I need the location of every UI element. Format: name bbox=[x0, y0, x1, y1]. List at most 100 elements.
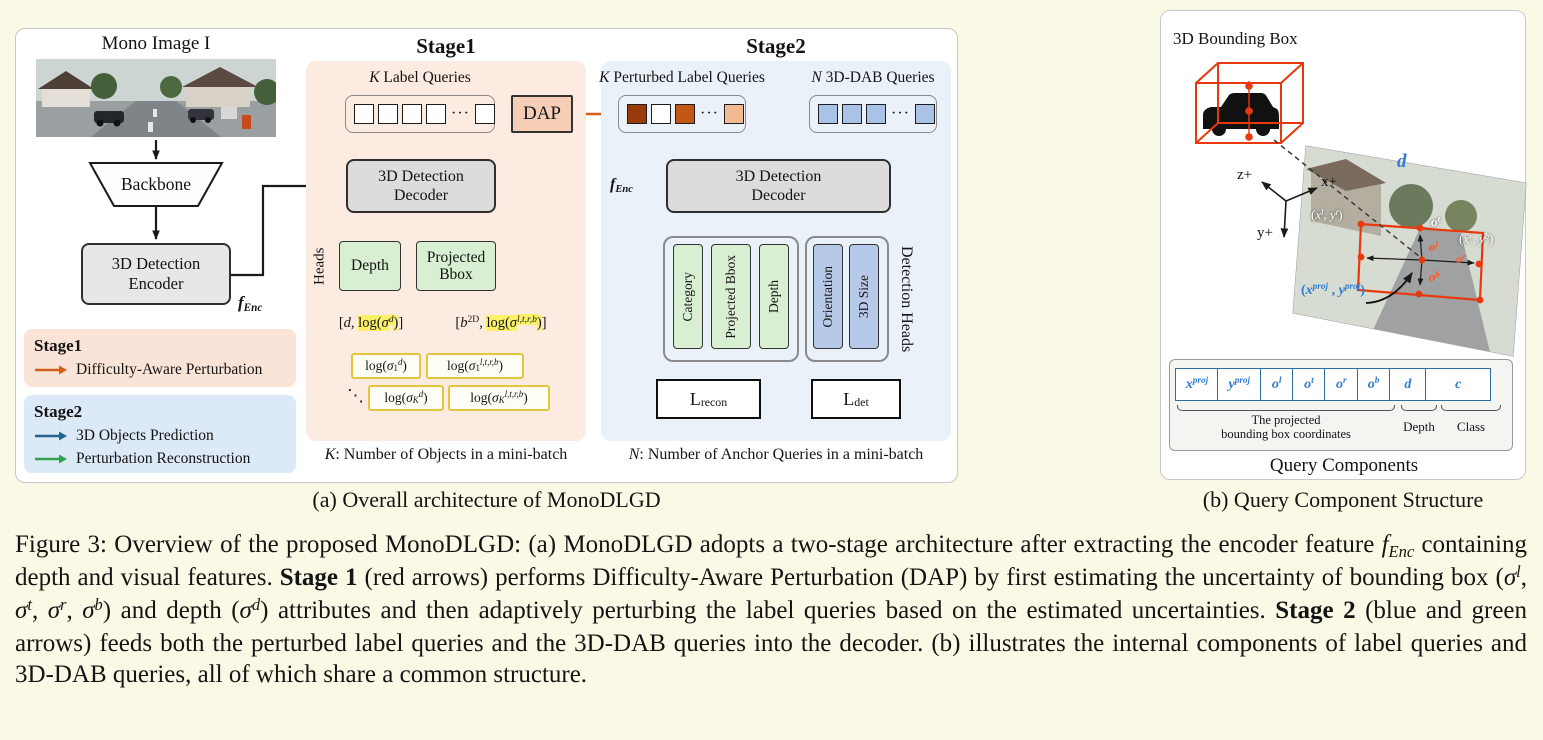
scene-overlay bbox=[1195, 62, 1527, 357]
depth-head-label: Depth bbox=[351, 257, 389, 275]
projected-bbox-head-box: Projected Bbox bbox=[416, 241, 496, 291]
size-head-label: 3D Size bbox=[856, 274, 871, 319]
legend-stage2-item1: 3D Objects Prediction bbox=[76, 427, 214, 444]
axis-x-label: x+ bbox=[1321, 174, 1337, 190]
coords-brace-label-2: bounding box coordinates bbox=[1221, 427, 1351, 441]
cell-c: c bbox=[1425, 368, 1492, 401]
corner-br-label: (xr, yb) bbox=[1459, 230, 1494, 246]
legend-stage1-item: Difficulty-Aware Perturbation bbox=[76, 361, 263, 378]
decoder2-line1: 3D Detection bbox=[735, 167, 822, 185]
legend-stage1: Stage1 Difficulty-Aware Perturbation bbox=[24, 329, 296, 387]
encoder-label-line2: Encoder bbox=[128, 274, 184, 293]
perturbed-queries-row: ··· bbox=[618, 95, 746, 133]
sigma-ellipsis: ⋱ bbox=[347, 386, 364, 405]
recon-heads-group bbox=[663, 236, 799, 362]
orange-arrow-icon bbox=[35, 365, 67, 375]
projected-bbox-head-box-stage2: Projected Bbox bbox=[711, 244, 751, 349]
bbox-head-label-stage2: Projected Bbox bbox=[723, 254, 738, 339]
perturbed-query-square bbox=[675, 104, 695, 124]
decoder-box-stage2: 3D Detection Decoder bbox=[666, 159, 891, 213]
depth-head-box: Depth bbox=[339, 241, 401, 291]
coords-brace-label-1: The projected bbox=[1251, 413, 1321, 427]
note-k: K: Number of Objects in a mini-batch bbox=[324, 446, 568, 463]
encoder-label-line1: 3D Detection bbox=[111, 254, 201, 274]
perturbed-query-square bbox=[651, 104, 671, 124]
class-brace bbox=[1441, 405, 1501, 411]
detection-heads-label: Detection Heads bbox=[898, 245, 915, 353]
offset-r-label: or bbox=[1456, 250, 1466, 266]
green-arrow-icon bbox=[35, 454, 67, 464]
dab-query-square bbox=[818, 104, 838, 124]
backbone-box: Backbone bbox=[121, 174, 191, 194]
offset-b-label: ob bbox=[1429, 268, 1440, 284]
caption-b: (b) Query Component Structure bbox=[1202, 487, 1484, 512]
encoder-box: 3D Detection Encoder bbox=[81, 243, 231, 305]
dab-queries-row: ··· bbox=[809, 95, 937, 133]
decoder2-line2: Decoder bbox=[751, 187, 806, 204]
cell-d: d bbox=[1388, 368, 1427, 401]
stage1-title: Stage1 bbox=[416, 34, 476, 58]
class-brace-label: Class bbox=[1456, 419, 1486, 434]
depth-head-box-stage2: Depth bbox=[759, 244, 789, 349]
label-query-square bbox=[378, 104, 398, 124]
category-head-box: Category bbox=[673, 244, 703, 349]
label-query-square bbox=[354, 104, 374, 124]
f-enc-label-stage2: fEnc bbox=[610, 176, 633, 195]
label-queries-row: ··· bbox=[345, 95, 495, 133]
orientation-head-box: Orientation bbox=[813, 244, 843, 349]
bbox-3d-label: 3D Bounding Box bbox=[1173, 29, 1298, 48]
bbox-head-line2: Bbox bbox=[439, 266, 473, 283]
stage2-title: Stage2 bbox=[746, 34, 806, 58]
category-head-label: Category bbox=[680, 271, 695, 322]
legend-stage2: Stage2 3D Objects Prediction Perturbatio… bbox=[24, 395, 296, 473]
orientation-head-label: Orientation bbox=[820, 265, 835, 328]
label-queries-label: K Label Queries bbox=[369, 69, 471, 86]
dab-query-square bbox=[842, 104, 862, 124]
size-head-box: 3D Size bbox=[849, 244, 879, 349]
dab-query-square bbox=[914, 104, 935, 124]
perturbed-query-square bbox=[723, 104, 744, 124]
decoder-box-stage1: 3D Detection Decoder bbox=[346, 159, 496, 213]
depth-brace-label: Depth bbox=[1403, 419, 1435, 434]
projected-point-label: (xproj , yproj) bbox=[1301, 281, 1365, 298]
label-query-square bbox=[402, 104, 422, 124]
label-query-square bbox=[474, 104, 495, 124]
mono-image-label: Mono Image I bbox=[101, 33, 211, 54]
depth-output: [d, log(σd)] bbox=[338, 314, 404, 331]
heads-label: Heads bbox=[311, 247, 328, 285]
legend-stage1-title: Stage1 bbox=[34, 336, 83, 355]
decoder1-line1: 3D Detection bbox=[378, 167, 464, 185]
depth-d-label: d bbox=[1397, 151, 1407, 172]
ellipsis: ··· bbox=[891, 105, 910, 122]
decoder1-line2: Decoder bbox=[393, 187, 449, 204]
ellipsis: ··· bbox=[451, 105, 470, 122]
offset-t-label: ot bbox=[1431, 213, 1440, 229]
architecture-panel: Mono Image I Backbone 3D Detection Encod… bbox=[15, 28, 958, 483]
perturbed-query-square bbox=[627, 104, 647, 124]
note-n: N: Number of Anchor Queries in a mini-ba… bbox=[628, 446, 924, 463]
label-query-square bbox=[426, 104, 446, 124]
offset-l-label: ol bbox=[1429, 238, 1438, 254]
blue-arrow-icon bbox=[35, 431, 67, 441]
mono-image bbox=[36, 59, 276, 137]
query-structure-panel: 3D Bounding Box z+ x+ y+ d (xl, yt) ot o… bbox=[1160, 10, 1527, 480]
caption-a: (a) Overall architecture of MonoDLGD bbox=[312, 487, 661, 512]
axis-y-label: y+ bbox=[1257, 225, 1273, 241]
perturbed-queries-label: K Perturbed Label Queries bbox=[599, 69, 765, 86]
axis-z-label: z+ bbox=[1237, 167, 1253, 183]
query-components-label: Query Components bbox=[1269, 455, 1419, 476]
coords-brace bbox=[1177, 405, 1395, 411]
det-heads-group bbox=[805, 236, 889, 362]
